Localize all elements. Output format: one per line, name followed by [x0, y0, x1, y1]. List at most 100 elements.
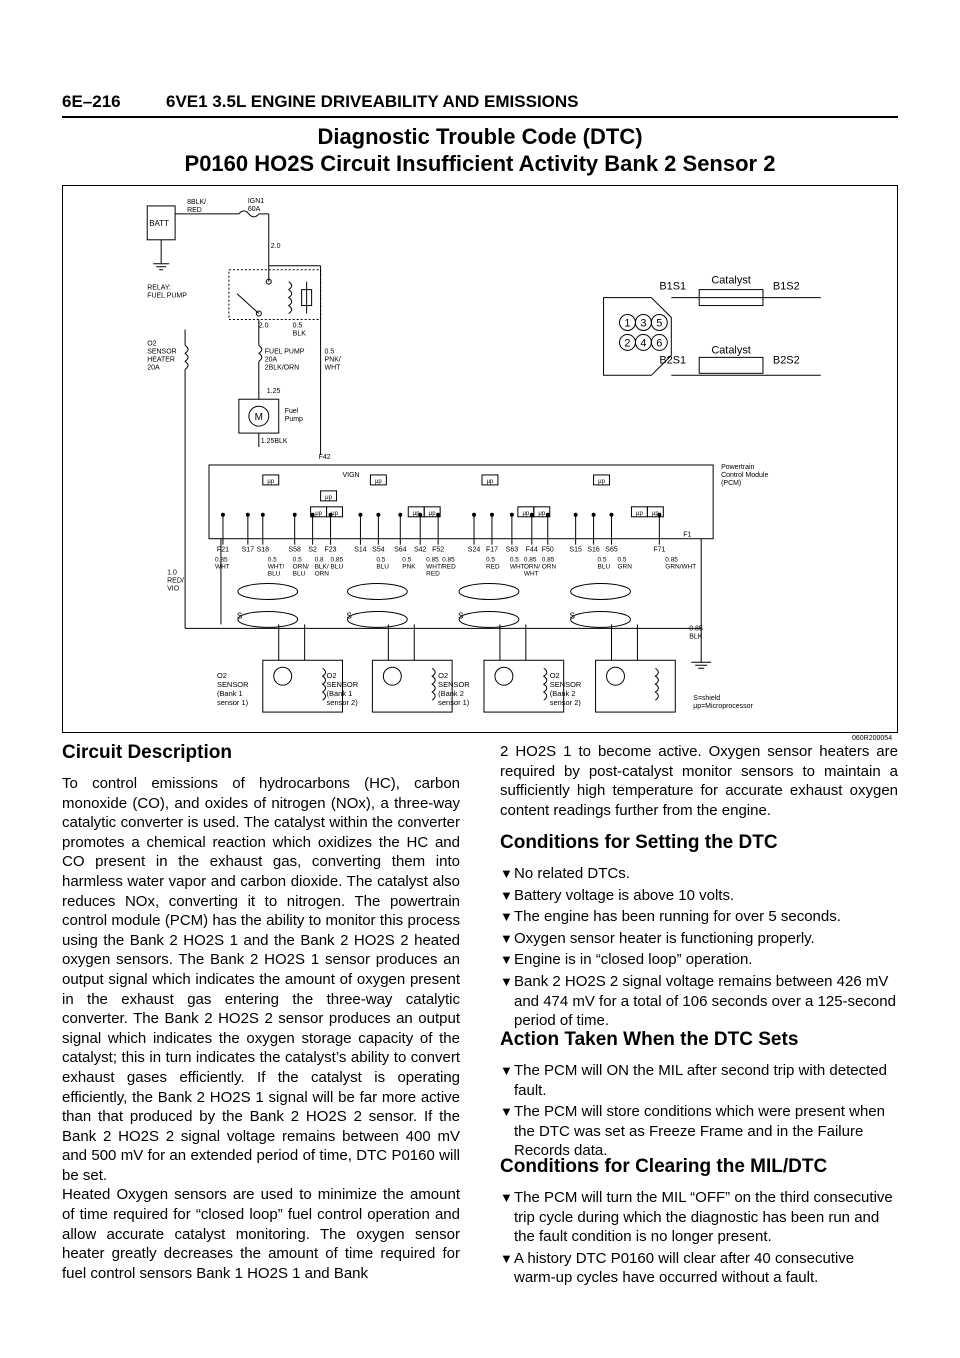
bullet-triangle-icon: ▼ [500, 1104, 513, 1120]
wire-color-label: ORN [315, 571, 330, 578]
header-rule [62, 116, 898, 118]
ground-icon [691, 661, 712, 669]
shield-loop-icon [237, 610, 299, 628]
wire-color-label: WHT [524, 571, 539, 578]
bullet-triangle-icon: ▼ [500, 1250, 513, 1266]
bullet-triangle-icon: ▼ [500, 909, 513, 925]
legend-label: S=shield [693, 695, 720, 702]
o2-sensor-label: O2 [550, 671, 560, 680]
condition-setting-item: ▼Bank 2 HO2S 2 signal voltage remains be… [500, 972, 898, 1031]
catalyst-bottom-box [698, 356, 764, 374]
conditions-setting-section: Conditions for Setting the DTC ▼No relat… [500, 832, 898, 1033]
condition-setting-item: ▼Battery voltage is above 10 volts. [500, 886, 898, 906]
shield-loop-icon [570, 583, 631, 600]
action-taken-item: ▼The PCM will ON the MIL after second tr… [500, 1061, 898, 1100]
wire-color-label: ORN/ [293, 564, 309, 571]
bullet-triangle-icon: ▼ [500, 1190, 513, 1205]
right-column: 2 HO2S 1 to become active. Oxygen sensor… [500, 742, 898, 820]
pcm-terminal-dot [310, 512, 315, 517]
fuel-pump-label: Fuel [285, 408, 299, 415]
pin-label: F71 [653, 547, 665, 554]
shield-label: S [458, 611, 463, 620]
o2-sensor-label: sensor 2) [550, 698, 582, 707]
o2-sensor-label: (Bank 1 [217, 689, 243, 698]
fuel-pump-fuse-label: 20A [265, 356, 278, 363]
o2-heater-element-icon [321, 667, 327, 701]
microprocessor-label: μp [375, 479, 382, 485]
cylinder-number: 5 [656, 317, 662, 329]
circuit-description-heading: Circuit Description [62, 742, 232, 763]
microprocessor-box [533, 506, 551, 518]
pcm-terminal-dot [220, 512, 225, 517]
wire-label-2-0: 2.0 [271, 243, 281, 250]
page-number: 6E–216 [62, 92, 121, 111]
wire-color-label: WHT/ [268, 564, 285, 571]
wire-color-label: 0.5 [486, 557, 495, 564]
catalyst-top-label: Catalyst [711, 275, 751, 287]
fuse-ign1-label: 60A [248, 206, 261, 213]
conditions-clearing-list: ▼The PCM will turn the MIL “OFF” on the … [500, 1188, 898, 1288]
cylinder-number: 6 [656, 337, 662, 349]
wire-color-label: WHT [215, 564, 230, 571]
pin-label: F23 [325, 547, 337, 554]
fuel-pump-box [238, 398, 280, 434]
sensor-b2s1-label: B2S1 [659, 354, 686, 366]
microprocessor-label: μp [652, 511, 659, 517]
wire-label-085-blk: 0.85 [689, 625, 703, 632]
action-taken-heading: Action Taken When the DTC Sets [500, 1029, 799, 1050]
microprocessor-label: μp [429, 511, 436, 517]
pcm-label: Control Module [721, 472, 768, 479]
shield-loop-icon [346, 583, 408, 600]
wire-label-2-0b: 2.0 [259, 322, 269, 329]
pcm-terminal-dot [260, 512, 265, 517]
microprocessor-box [326, 506, 344, 518]
wire-color-label: BLU [268, 571, 281, 578]
pcm-terminal-dot [573, 512, 578, 517]
o2-sensor-box [371, 659, 453, 713]
pin-label: S14 [354, 547, 367, 554]
o2-sensor-label: SENSOR [438, 680, 470, 689]
bullet-triangle-icon: ▼ [500, 887, 513, 903]
cylinder-number: 3 [640, 317, 646, 329]
condition-clearing-item: ▼The PCM will turn the MIL “OFF” on the … [500, 1188, 898, 1247]
o2-sensor-label: (Bank 1 [327, 689, 353, 698]
wire-color-label: BLU [331, 564, 344, 571]
condition-setting-item: ▼Oxygen sensor heater is functioning pro… [500, 929, 898, 949]
microprocessor-box [320, 490, 338, 502]
wire-color-label: BLK/ [315, 564, 329, 571]
conditions-setting-heading: Conditions for Setting the DTC [500, 832, 778, 853]
pcm-terminal-dot [657, 512, 662, 517]
pcm-label: (PCM) [721, 480, 741, 487]
wire-color-label: RED [426, 571, 440, 578]
pcm-terminal-dot [328, 512, 333, 517]
fuel-pump-motor-icon [248, 405, 270, 427]
pin-label: F50 [542, 547, 554, 554]
pin-label: F44 [526, 547, 538, 554]
pcm-terminal-dot [245, 512, 250, 517]
condition-setting-item: ▼No related DTCs. [500, 864, 898, 884]
pcm-terminal-dot [398, 512, 403, 517]
o2-sensor-label: (Bank 2 [550, 689, 576, 698]
pcm-terminal-dot [376, 512, 381, 517]
o2-sensor-cell-icon [606, 666, 625, 686]
wire-color-label: WHT/ [426, 564, 443, 571]
wire-label-pnk-wht: PNK/ [325, 356, 341, 363]
microprocessor-label: μp [267, 479, 274, 485]
pcm-terminal-dot [358, 512, 363, 517]
wire-color-label: GRN/WHT [665, 564, 696, 571]
wire-label-085-blk: BLK [689, 633, 703, 640]
microprocessor-box [646, 506, 664, 518]
wire-color-label: 0.85 [665, 557, 678, 564]
action-taken-list: ▼The PCM will ON the MIL after second tr… [500, 1061, 898, 1161]
wire-color-label: BLU [598, 564, 611, 571]
o2-sensor-label: O2 [438, 671, 448, 680]
pin-label-f1: F1 [683, 532, 691, 539]
action-taken-text: The PCM will ON the MIL after second tri… [514, 1062, 887, 1099]
o2-sensor-box [483, 659, 565, 713]
bullet-triangle-icon: ▼ [500, 973, 513, 989]
o2-sensor-label: SENSOR [217, 680, 249, 689]
circuit-description-p2: Heated Oxygen sensors are used to minimi… [62, 1186, 460, 1282]
cylinder-icon [650, 333, 668, 351]
o2-heater-fuse-label: O2 [147, 340, 156, 347]
